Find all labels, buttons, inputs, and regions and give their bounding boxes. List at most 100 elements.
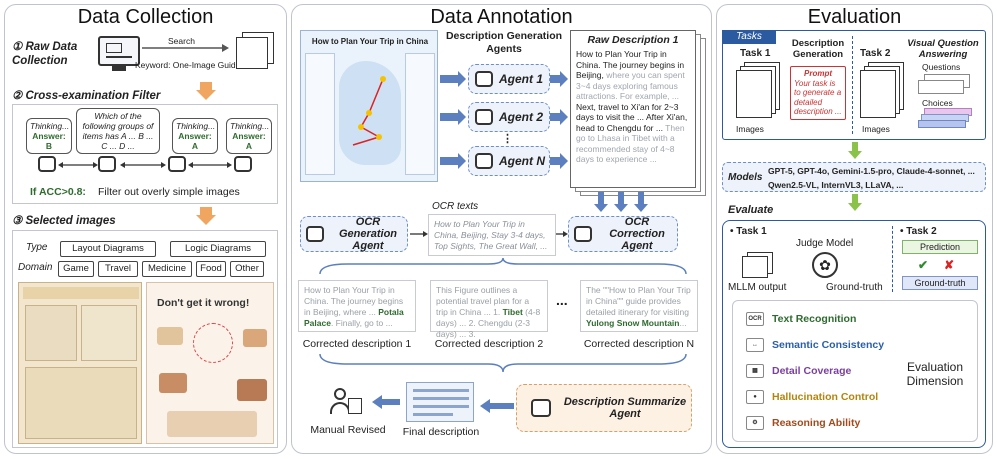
ocr-generation-agent: OCR Generation Agent — [300, 216, 408, 252]
data-collection-title: Data Collection — [77, 6, 214, 28]
down-arrow-2 — [196, 207, 216, 225]
dim-reasoning-ability: ⚙Reasoning Ability — [746, 416, 860, 430]
brain-gear-icon: ⚙ — [746, 416, 764, 430]
robot-icon — [306, 226, 324, 242]
cross-icon: ✘ — [944, 258, 955, 272]
raw-to-correction-arrows — [594, 192, 648, 212]
selected-box — [12, 230, 278, 448]
dim-detail-coverage: ▦Detail Coverage — [746, 364, 851, 378]
questions-stack — [918, 74, 970, 96]
monitor-icon — [98, 36, 140, 66]
judge-model-icon: ✿ — [812, 252, 838, 278]
tag-game: Game — [58, 261, 94, 277]
corrected-desc-2-label: Corrected description 2 — [434, 338, 544, 350]
robot-icon-3 — [168, 156, 186, 172]
tag-logic-diagrams: Logic Diagrams — [170, 241, 266, 257]
dim-semantic-consistency: ↔Semantic Consistency — [746, 338, 884, 352]
monitor-stand — [112, 66, 126, 71]
eval-task1-label: • Task 1 — [730, 226, 767, 237]
sample-image-travel-guide: Don't get it wrong! — [146, 282, 274, 444]
domain-label: Domain — [18, 262, 53, 273]
travel-guide-heading: Don't get it wrong! — [157, 297, 250, 309]
ocr-correction-agent: OCR Correction Agent — [568, 216, 678, 252]
final-description-doc — [406, 382, 474, 422]
raw-desc-c: Next, travel to Xi'an for 2~3 days to vi… — [576, 101, 679, 123]
prompt-box: Prompt Your task is to generate a detail… — [790, 66, 846, 120]
evaluate-label: Evaluate — [728, 204, 774, 216]
brace-top — [319, 257, 687, 275]
thinking-bubble-2: Thinking...Answer: A — [172, 118, 218, 154]
corrected-desc-1-box: How to Plan Your Trip in China. The jour… — [298, 280, 416, 332]
evaluation-title: Evaluation — [807, 6, 902, 28]
models-to-evaluate-arrow — [848, 194, 862, 211]
prompt-text: Your task is to generate a detailed desc… — [794, 78, 842, 117]
models-line1: GPT-5, GPT-4o, Gemini-1.5-pro, Claude-4-… — [768, 166, 975, 176]
thinking-bubble-3: Thinking...Answer: A — [226, 118, 272, 154]
data-annotation-title: Data Annotation — [430, 6, 573, 28]
filter-text: Filter out overly simple images — [98, 186, 240, 198]
task1-label: Task 1 — [740, 48, 771, 59]
thinking-bubble-1: Thinking...Answer: B — [26, 118, 72, 154]
mllm-doc-icon — [742, 252, 774, 278]
summ-to-final-arrow — [480, 399, 514, 413]
exchange-icon: ↔ — [746, 338, 764, 352]
raw-desc-a: How to Plan Your Trip in China. The jour… — [576, 49, 685, 80]
question-bubble: Which of the following groups of items h… — [76, 108, 160, 154]
robot-icon-2 — [98, 156, 116, 172]
ground-truth-label: Ground-truth — [826, 282, 883, 293]
models-label: Models — [728, 172, 763, 183]
type-label: Type — [26, 242, 48, 253]
document-stack-icon — [236, 32, 276, 70]
tasks-to-models-arrow — [848, 142, 862, 159]
robot-icon — [475, 71, 493, 87]
corrected-desc-1-label: Corrected description 1 — [302, 338, 412, 350]
robot-icon-1 — [38, 156, 56, 172]
evaluate-box — [722, 220, 986, 448]
raw-desc-b: where you can spent 3~4 days exploring f… — [576, 70, 685, 101]
eval-divider — [892, 226, 893, 292]
tag-travel: Travel — [98, 261, 138, 277]
tag-medicine: Medicine — [142, 261, 192, 277]
agent-n: Agent N — [468, 146, 550, 176]
raw-description-card: Raw Description 1 How to Plan Your Trip … — [570, 30, 696, 188]
step3-label: ③ Selected images — [12, 215, 116, 227]
desc-gen-label: Description Generation — [791, 38, 845, 60]
mllm-output-label: MLLM output — [728, 282, 787, 293]
prompt-label: Prompt — [804, 69, 832, 78]
exchange-arrows — [58, 162, 232, 168]
robot-icon — [475, 153, 493, 169]
agents-to-raw-arrows — [550, 71, 568, 169]
dim-hallucination-control: ●Hallucination Control — [746, 390, 878, 404]
bulb-icon: ● — [746, 390, 764, 404]
eval-task2-label: • Task 2 — [900, 226, 937, 237]
tasks-header: Tasks — [722, 30, 776, 44]
description-summarize-agent: Description Summarize Agent — [516, 384, 692, 432]
ocr-icon: OCR — [746, 312, 764, 326]
corrected-desc-n-box: The ""How to Plan Your Trip in China"" g… — [580, 280, 698, 332]
ocr-texts-box: How to Plan Your Trip in China, Beijing,… — [428, 214, 556, 256]
task1-images-icon — [736, 62, 782, 118]
corrected-ellipsis: ... — [556, 292, 568, 308]
corrected-desc-n-label: Corrected description N — [583, 338, 695, 350]
models-box — [722, 162, 986, 192]
agent-1: Agent 1 — [468, 64, 550, 94]
step1-label: ① Raw Data Collection — [12, 41, 78, 67]
brace-bottom — [319, 353, 687, 373]
tasks-box — [722, 30, 986, 140]
dimensions-box — [732, 300, 978, 442]
check-icon: ✔ — [918, 258, 929, 272]
task2-images-label: Images — [862, 124, 890, 134]
ocr-arrows — [410, 231, 568, 237]
questions-label: Questions — [922, 62, 961, 72]
tag-layout-diagrams: Layout Diagrams — [60, 241, 156, 257]
judge-model-label: Judge Model — [796, 238, 854, 249]
raw-desc-title: Raw Description 1 — [587, 34, 679, 46]
choices-label: Choices — [922, 98, 953, 108]
task1-images-label: Images — [736, 124, 764, 134]
raw-desc-e: Then go to Lhasa in Tibet with a recomme… — [576, 122, 685, 165]
vqa-label: Visual Question Answering — [907, 38, 979, 60]
acc-label: If ACC>0.8: — [30, 186, 86, 198]
puzzle-icon: ▦ — [746, 364, 764, 378]
step2-label: ② Cross-examination Filter — [12, 90, 161, 102]
